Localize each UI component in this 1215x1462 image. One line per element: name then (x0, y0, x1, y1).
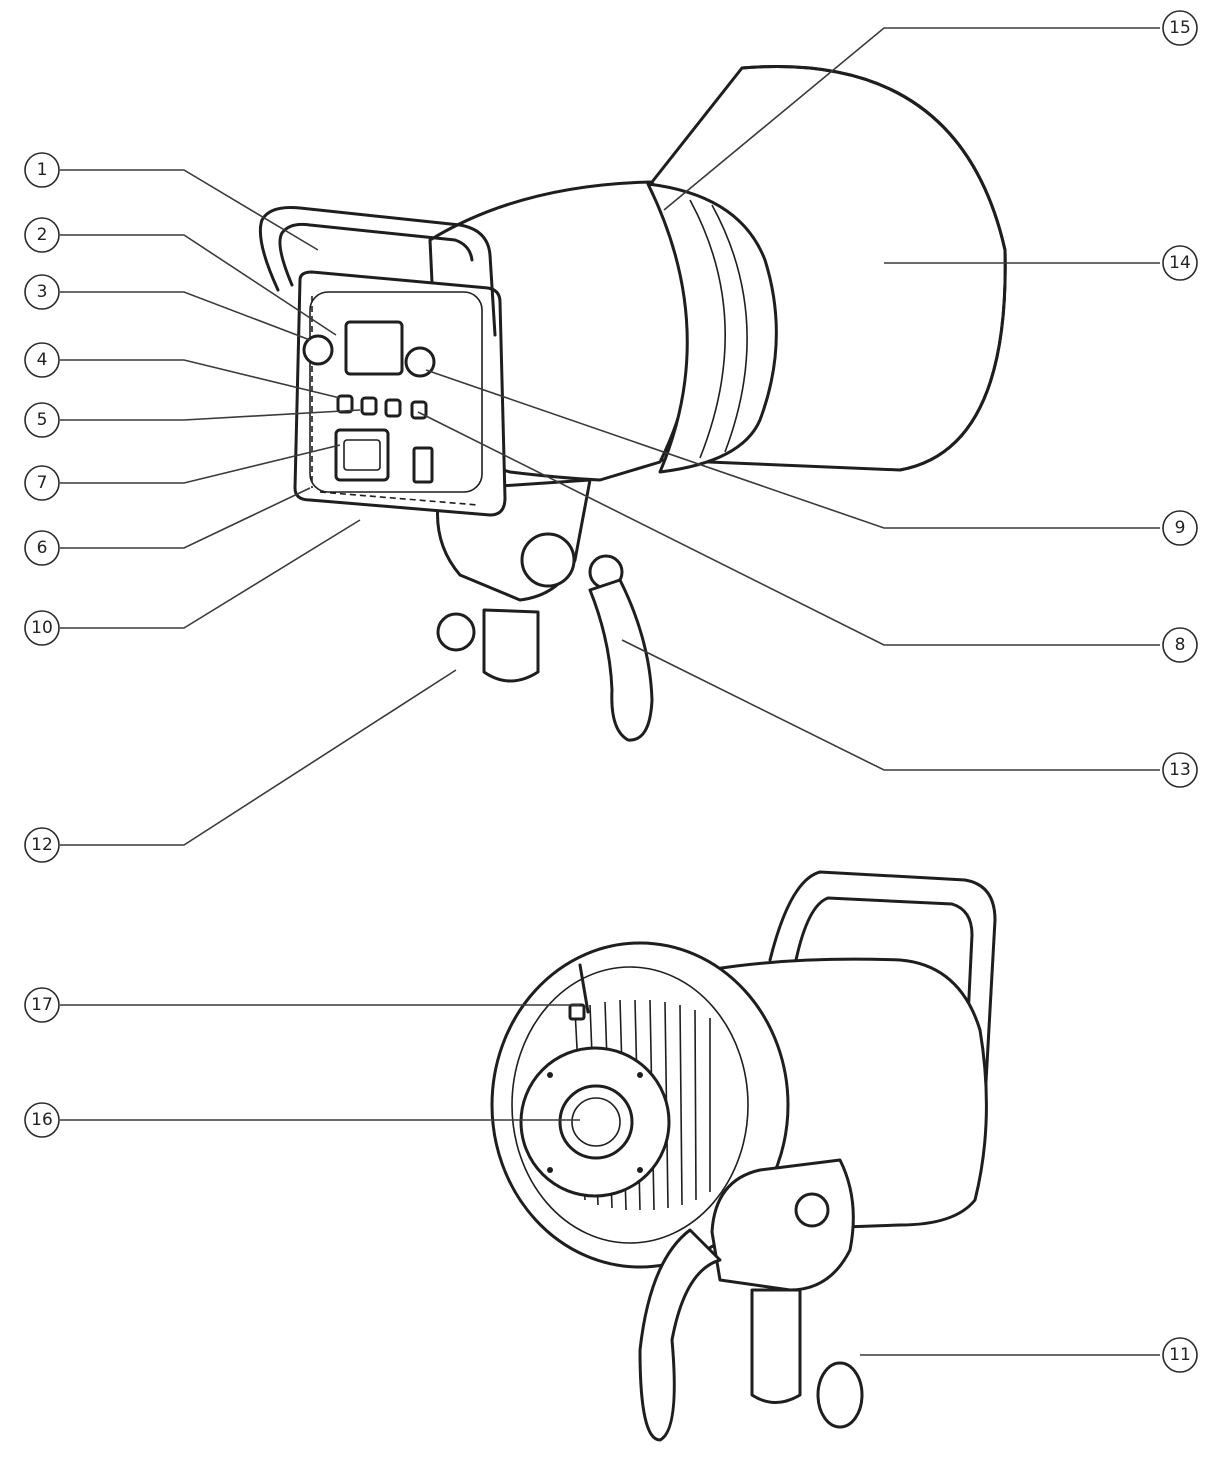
svg-text:7: 7 (37, 473, 48, 493)
svg-text:12: 12 (31, 835, 53, 855)
panel-button[interactable] (360, 396, 378, 416)
power-socket (334, 428, 390, 482)
svg-text:4: 4 (37, 350, 48, 370)
svg-text:14: 14 (1169, 253, 1191, 273)
carry-handle-rear (768, 870, 997, 1102)
lever-pivot (520, 532, 576, 588)
lock-lever[interactable] (588, 578, 654, 742)
mount-lock-pin (578, 963, 590, 1014)
yoke-rear (710, 1158, 855, 1292)
svg-text:8: 8 (1175, 635, 1186, 655)
callout-12: 12 (24, 827, 60, 863)
control-panel (293, 270, 507, 517)
svg-text:2: 2 (37, 225, 48, 245)
callout-11: 11 (1162, 1337, 1198, 1373)
svg-text:3: 3 (37, 282, 48, 302)
lcd-display (344, 320, 404, 376)
mounting-ring (646, 182, 778, 474)
callout-14: 14 (1162, 245, 1198, 281)
svg-text:15: 15 (1169, 18, 1191, 38)
spigot-knob-rear (816, 1361, 864, 1429)
callout-5: 5 (24, 402, 60, 438)
left-dial-knob[interactable] (302, 334, 334, 366)
svg-text:6: 6 (37, 538, 48, 558)
front-view-light (258, 65, 1007, 742)
svg-text:11: 11 (1169, 1345, 1191, 1365)
stand-spigot (482, 608, 540, 683)
svg-text:17: 17 (31, 995, 53, 1015)
callout-15: 15 (1162, 10, 1198, 46)
callout-4: 4 (24, 342, 60, 378)
callout-1: 1 (24, 152, 60, 188)
callout-9: 9 (1162, 510, 1198, 546)
panel-button[interactable] (336, 394, 354, 414)
spigot-knob[interactable] (436, 612, 476, 652)
callout-6: 6 (24, 530, 60, 566)
svg-text:10: 10 (31, 618, 53, 638)
callout-7: 7 (24, 465, 60, 501)
rear-view-light (490, 870, 997, 1442)
right-dial-knob[interactable] (404, 346, 436, 378)
power-switch[interactable] (412, 446, 434, 484)
callout-16: 16 (24, 1102, 60, 1138)
carry-handle (258, 206, 497, 337)
svg-text:13: 13 (1169, 760, 1191, 780)
callout-10: 10 (24, 610, 60, 646)
callout-3: 3 (24, 274, 60, 310)
callout-2: 2 (24, 217, 60, 253)
stand-spigot-rear (750, 1288, 802, 1404)
callout-13: 13 (1162, 752, 1198, 788)
callout-8: 8 (1162, 627, 1198, 663)
svg-text:16: 16 (31, 1110, 53, 1130)
lock-lever-rear (638, 1228, 722, 1442)
panel-button[interactable] (384, 398, 402, 418)
svg-text:1: 1 (37, 160, 48, 180)
callout-17: 17 (24, 987, 60, 1023)
leader-lines (60, 27, 1160, 1356)
svg-text:9: 9 (1175, 518, 1186, 538)
svg-text:5: 5 (37, 410, 48, 430)
led-lens (558, 1084, 634, 1160)
